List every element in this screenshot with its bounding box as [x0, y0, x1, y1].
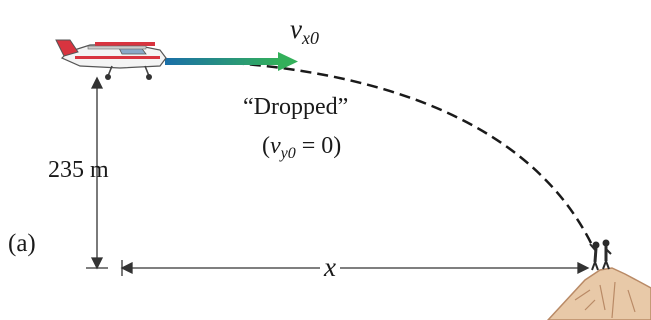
horizontal-distance-label: x [320, 254, 340, 281]
dropped-label: “Dropped” [243, 94, 349, 120]
people-icon [589, 239, 612, 271]
height-dimension [86, 76, 108, 270]
distance-dimension [120, 260, 590, 276]
vertical-velocity-label: (vy0 = 0) [262, 133, 342, 162]
cliff [546, 267, 651, 320]
part-label: (a) [8, 230, 36, 257]
trajectory-curve [164, 58, 594, 246]
airplane-icon [55, 39, 167, 80]
height-label: 235 m [48, 157, 109, 183]
initial-velocity-label: vx0 [290, 14, 319, 48]
velocity-arrow [165, 52, 298, 71]
